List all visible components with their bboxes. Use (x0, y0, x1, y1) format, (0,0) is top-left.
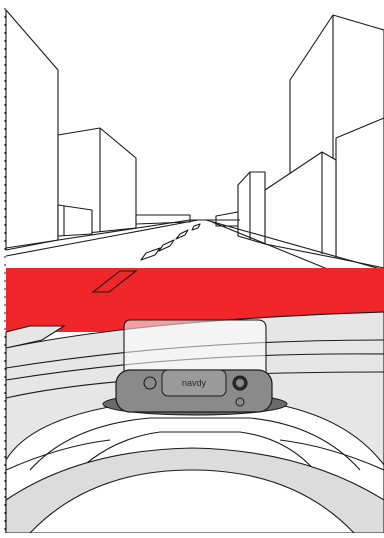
hud-glass (124, 320, 266, 372)
building-left-annex (58, 205, 92, 236)
navdy-device-icon: navdy (103, 320, 287, 415)
building-right-front (336, 118, 384, 268)
street-scene (6, 10, 384, 292)
device-brand-label: navdy (182, 378, 207, 388)
device-sensor-small (236, 398, 244, 406)
building-left-tall (6, 10, 58, 250)
device-sensor-left (144, 377, 156, 389)
building-right-mid (265, 152, 336, 258)
